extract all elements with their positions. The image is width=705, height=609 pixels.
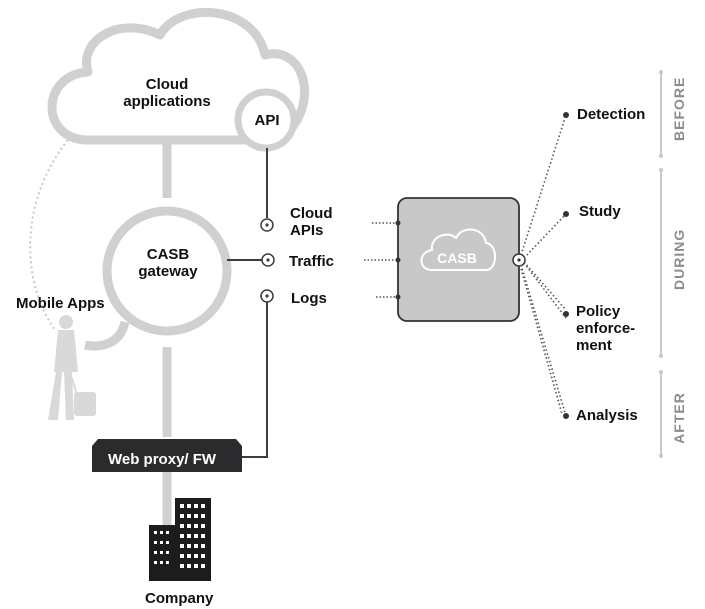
gateway-circle xyxy=(102,206,232,336)
cloud-label: Cloud applications xyxy=(112,76,222,110)
out-line-analysis-2 xyxy=(519,264,563,415)
phase-after-bottom-dot xyxy=(659,454,663,458)
phase-during-bottom-dot xyxy=(659,354,663,358)
detection-dot xyxy=(563,112,569,118)
policy-line3: ment xyxy=(576,337,612,354)
mobile-apps-label: Mobile Apps xyxy=(16,295,105,312)
phase-after-label: AFTER xyxy=(671,392,687,444)
policy-dot xyxy=(563,311,569,317)
mobile-dotted-line xyxy=(29,139,69,331)
cloud-apis-label: Cloud APIs xyxy=(290,205,333,239)
out-line-policy-1 xyxy=(523,261,567,311)
traffic-port-dot xyxy=(266,258,270,262)
logs-label: Logs xyxy=(291,290,327,307)
api-label: API xyxy=(254,112,280,129)
logs-port-dot xyxy=(265,294,269,298)
phase-during-top-dot xyxy=(659,168,663,172)
phase-after-top-dot xyxy=(659,370,663,374)
out-line-detection xyxy=(520,114,567,256)
mobile-user-icon xyxy=(48,315,96,420)
gateway-label-line2: gateway xyxy=(138,263,198,280)
policy-line1: Policy xyxy=(576,303,621,320)
casb-input-dot-3 xyxy=(395,294,401,300)
policy-label: Policy enforce- ment xyxy=(576,303,635,354)
casb-box-label: CASB xyxy=(437,250,477,266)
proxy-box xyxy=(92,439,242,472)
detection-label: Detection xyxy=(577,106,646,123)
casb-output-port-dot xyxy=(517,258,521,262)
proxy-label: Web proxy/ FW xyxy=(108,451,217,468)
cloud-label-line2: applications xyxy=(123,93,211,110)
cloud-apis-port-dot xyxy=(265,223,269,227)
cloud-apis-line1: Cloud xyxy=(290,205,333,222)
casb-cloud-icon xyxy=(420,228,496,271)
phase-before-label: BEFORE xyxy=(671,76,687,141)
phase-during-label: DURING xyxy=(671,228,687,290)
phase-before-bottom-dot xyxy=(659,154,663,158)
company-label: Company xyxy=(145,590,214,607)
analysis-label: Analysis xyxy=(576,407,638,424)
out-line-policy-2 xyxy=(523,262,567,319)
study-dot xyxy=(563,211,569,217)
mobile-curve xyxy=(84,320,130,351)
out-line-study xyxy=(523,213,567,259)
logs-connector xyxy=(240,302,268,458)
cloud-apis-line2: APIs xyxy=(290,222,324,239)
gateway-label: CASB gateway xyxy=(120,246,216,280)
policy-line2: enforce- xyxy=(576,320,636,337)
analysis-dot xyxy=(563,413,569,419)
building-icon xyxy=(149,498,211,581)
gateway-label-line1: CASB xyxy=(146,246,190,263)
casb-input-dot-2 xyxy=(395,257,401,263)
traffic-label: Traffic xyxy=(289,253,335,270)
out-line-analysis-1 xyxy=(520,264,567,417)
cloud-label-line1: Cloud xyxy=(145,76,189,93)
study-label: Study xyxy=(579,203,621,220)
phase-before-top-dot xyxy=(659,70,663,74)
casb-input-dot-1 xyxy=(395,220,401,226)
